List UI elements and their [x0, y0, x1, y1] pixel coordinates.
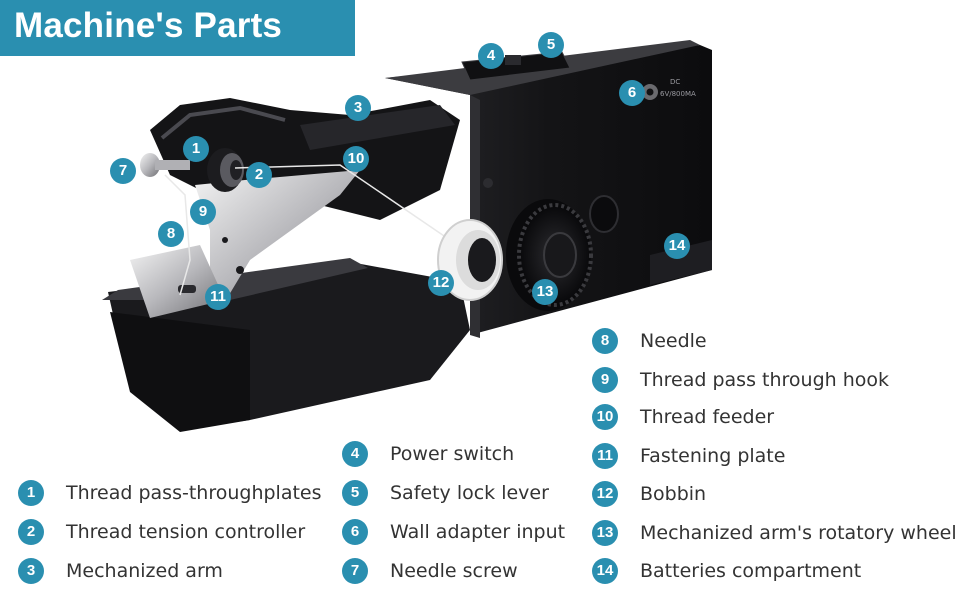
adapter-input: DC 6V/800MA [642, 78, 696, 100]
legend-badge: 7 [342, 558, 368, 584]
legend-label: Power switch [390, 443, 515, 465]
legend-badge: 9 [592, 367, 618, 393]
thread-line [164, 174, 191, 296]
legend-badge: 11 [592, 443, 618, 469]
legend-label: Mechanized arm [66, 560, 223, 582]
legend-badge: 6 [342, 519, 368, 545]
legend-label: Thread feeder [640, 406, 775, 428]
callout-badge: 9 [190, 199, 216, 225]
bobbin [437, 219, 503, 301]
callout-badge: 4 [478, 43, 504, 69]
callout-badge: 8 [158, 221, 184, 247]
rotary-wheel [506, 199, 593, 311]
callout-badge: 14 [664, 233, 690, 259]
callout-badge: 12 [428, 270, 454, 296]
thread-line [234, 164, 451, 241]
legend-badge: 1 [18, 480, 44, 506]
legend-label: Thread tension controller [66, 521, 306, 543]
legend-label: Bobbin [640, 483, 707, 505]
page-title: Machine's Parts [14, 6, 283, 45]
legend-label: Thread pass-throughplates [66, 482, 322, 504]
callout-badge: 7 [110, 158, 136, 184]
callout-badge: 1 [183, 136, 209, 162]
legend-badge: 4 [342, 441, 368, 467]
adapter-print-dc: DC [670, 78, 680, 86]
tension-knob [207, 148, 244, 192]
legend-badge: 10 [592, 404, 618, 430]
power-switch [461, 51, 571, 81]
legend-badge: 8 [592, 328, 618, 354]
callout-badge: 3 [345, 95, 371, 121]
legend-badge: 12 [592, 481, 618, 507]
callout-badge: 5 [538, 32, 564, 58]
legend-label: Safety lock lever [390, 482, 549, 504]
needle-screw [140, 153, 190, 177]
callout-badge: 2 [246, 162, 272, 188]
legend-label: Needle screw [390, 560, 518, 582]
body-screw [483, 178, 493, 188]
legend-label: Thread pass through hook [640, 369, 890, 391]
legend-badge: 5 [342, 480, 368, 506]
callout-badge: 6 [619, 80, 645, 106]
legend-label: Mechanized arm's rotatory wheel [640, 522, 957, 544]
legend-label: Needle [640, 330, 707, 352]
legend-label: Batteries compartment [640, 560, 862, 582]
callout-badge: 13 [532, 279, 558, 305]
legend-label: Fastening plate [640, 445, 786, 467]
title-banner: Machine's Parts [0, 0, 355, 56]
adapter-print-rating: 6V/800MA [660, 90, 696, 98]
legend-badge: 2 [18, 519, 44, 545]
body-button [589, 195, 619, 233]
legend-badge: 14 [592, 558, 618, 584]
legend-badge: 13 [592, 520, 618, 546]
legend-label: Wall adapter input [390, 521, 566, 543]
callout-badge: 10 [343, 146, 369, 172]
callout-badge: 11 [205, 284, 231, 310]
legend-badge: 3 [18, 558, 44, 584]
